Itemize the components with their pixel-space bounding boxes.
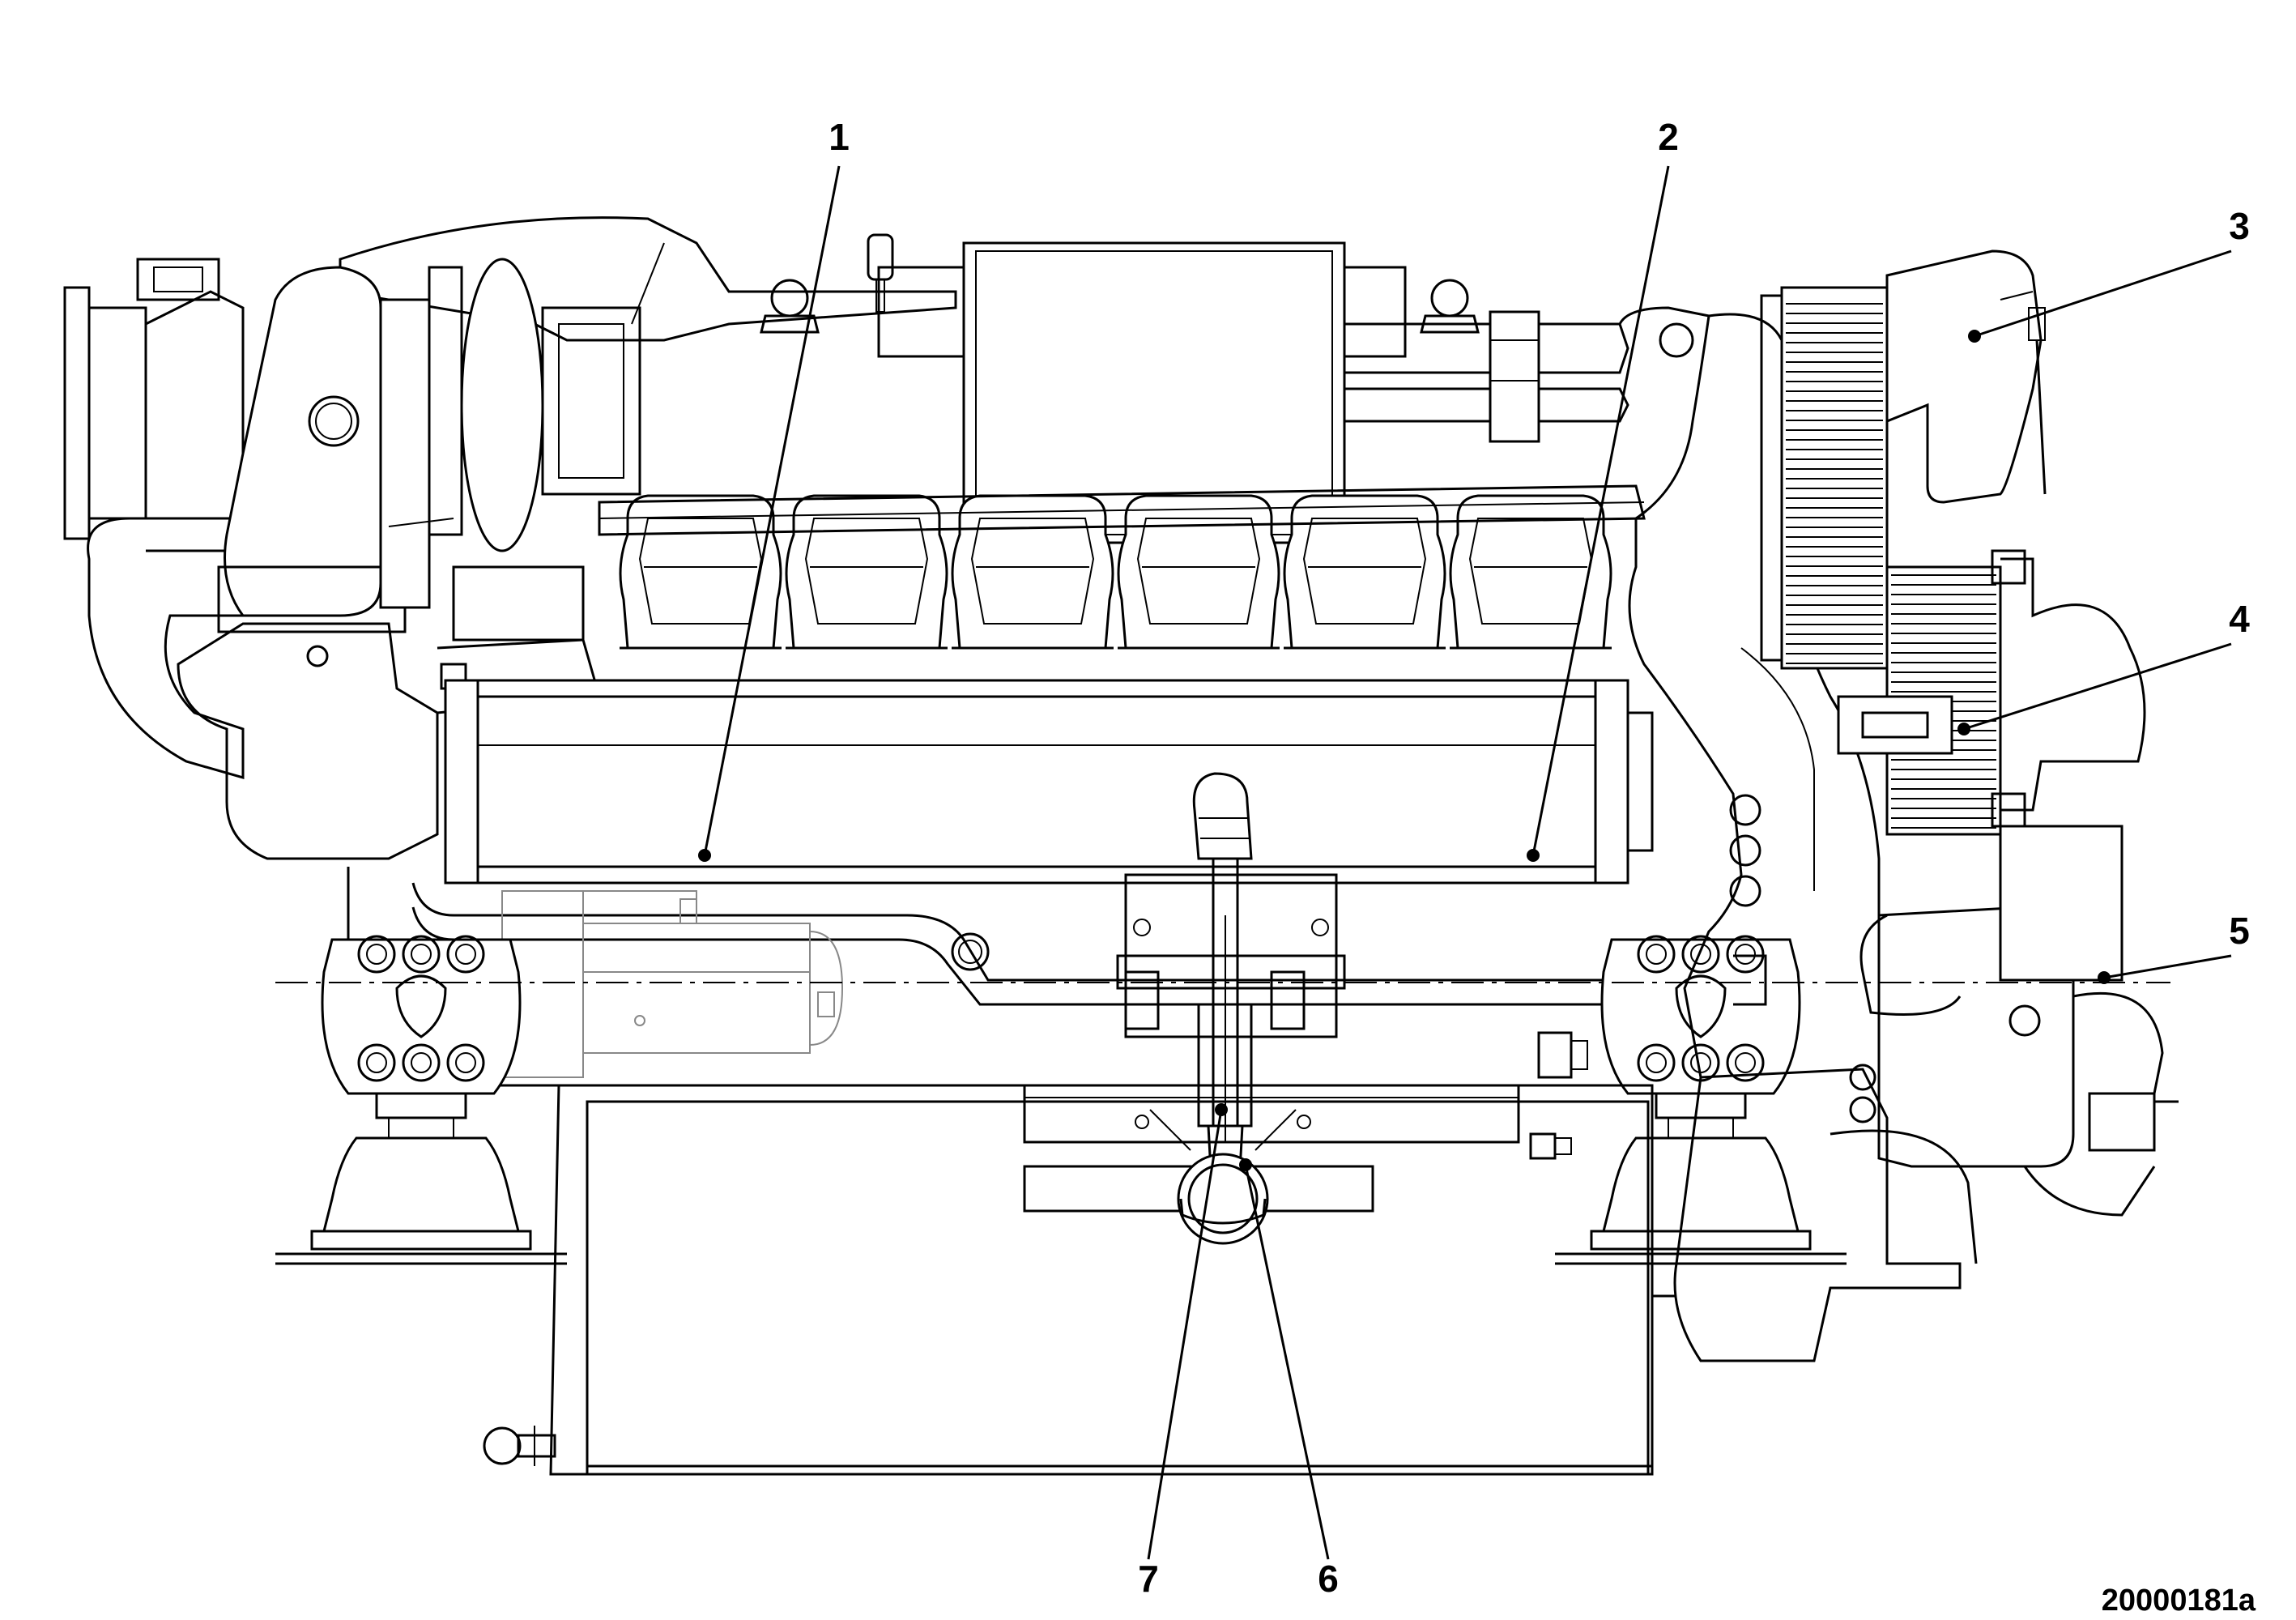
lower-right-housing xyxy=(1651,794,1978,1362)
crankcase xyxy=(347,867,1670,1087)
exhaust-bend xyxy=(87,517,245,779)
leader-dot xyxy=(698,849,711,862)
head-rail xyxy=(598,484,1646,536)
cylinder-head xyxy=(619,494,782,650)
leader-dot xyxy=(2098,971,2111,984)
leader-line xyxy=(1974,249,2232,338)
sea-water-pump xyxy=(1837,549,2146,828)
cylinder-heads xyxy=(619,494,1612,650)
intake-duct xyxy=(339,216,957,342)
cylinder-head xyxy=(1283,494,1446,650)
turbocharger-housing xyxy=(217,266,407,633)
leader-dot xyxy=(1239,1158,1252,1171)
mid-bracket xyxy=(1116,873,1346,1038)
starter-motor xyxy=(501,890,844,1078)
engine-mount-right xyxy=(1555,935,1847,1265)
small-sensor xyxy=(1529,1031,1588,1160)
cylinder-head xyxy=(1117,494,1280,650)
leader-line xyxy=(1147,1109,1223,1560)
alternator xyxy=(1885,249,2047,504)
leader-dot xyxy=(1527,849,1540,862)
belt-pulley xyxy=(1760,286,1889,670)
leader-line xyxy=(703,165,841,856)
leader-dot xyxy=(1968,330,1981,343)
turbine-wheel-housing xyxy=(379,258,641,609)
drawing-reference-code: 20000181a xyxy=(2102,1584,2256,1618)
callout-6: 6 xyxy=(1318,1558,1339,1600)
cylinder-head xyxy=(951,494,1114,650)
leader-dot xyxy=(1215,1103,1228,1116)
oil-pan xyxy=(549,1084,1654,1476)
leader-line xyxy=(2103,954,2232,979)
leader-line xyxy=(1963,642,2232,731)
engine-mount-left xyxy=(275,935,567,1265)
callout-5: 5 xyxy=(2229,910,2250,952)
exhaust-elbow-flange xyxy=(63,258,245,552)
charge-air-cooler xyxy=(444,679,1654,885)
oil-filler-neck xyxy=(1135,1109,1311,1245)
charge-air-pipe xyxy=(1344,310,1629,443)
leader-line xyxy=(1531,165,1670,856)
leader-line xyxy=(1244,1164,1330,1560)
callout-7: 7 xyxy=(1138,1558,1159,1600)
heat-exchanger-elbow xyxy=(1859,825,2179,1217)
cylinder-head xyxy=(785,494,948,650)
callout-2: 2 xyxy=(1658,116,1679,158)
oil-drain-plug xyxy=(483,1426,556,1466)
leader-dot xyxy=(1957,723,1970,735)
lifting-eyes xyxy=(760,233,1480,334)
leader-lines xyxy=(698,165,2232,1560)
callout-3: 3 xyxy=(2229,205,2250,247)
callout-1: 1 xyxy=(829,116,850,158)
callout-4: 4 xyxy=(2229,598,2250,640)
